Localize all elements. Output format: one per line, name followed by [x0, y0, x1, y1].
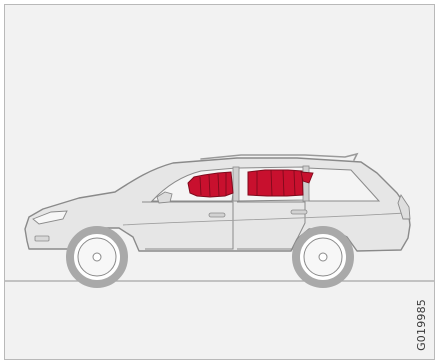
- rear-wheel: [296, 230, 350, 284]
- rear-door-handle: [291, 210, 307, 214]
- figure-code-label: G019985: [415, 299, 428, 351]
- illustration-frame: G019985: [4, 4, 435, 360]
- fog-light: [35, 236, 49, 241]
- b-pillar: [233, 167, 239, 201]
- front-door-handle: [209, 213, 225, 217]
- car-side-view-illustration: [5, 5, 435, 360]
- front-wheel: [70, 230, 124, 284]
- c-pillar: [303, 166, 309, 201]
